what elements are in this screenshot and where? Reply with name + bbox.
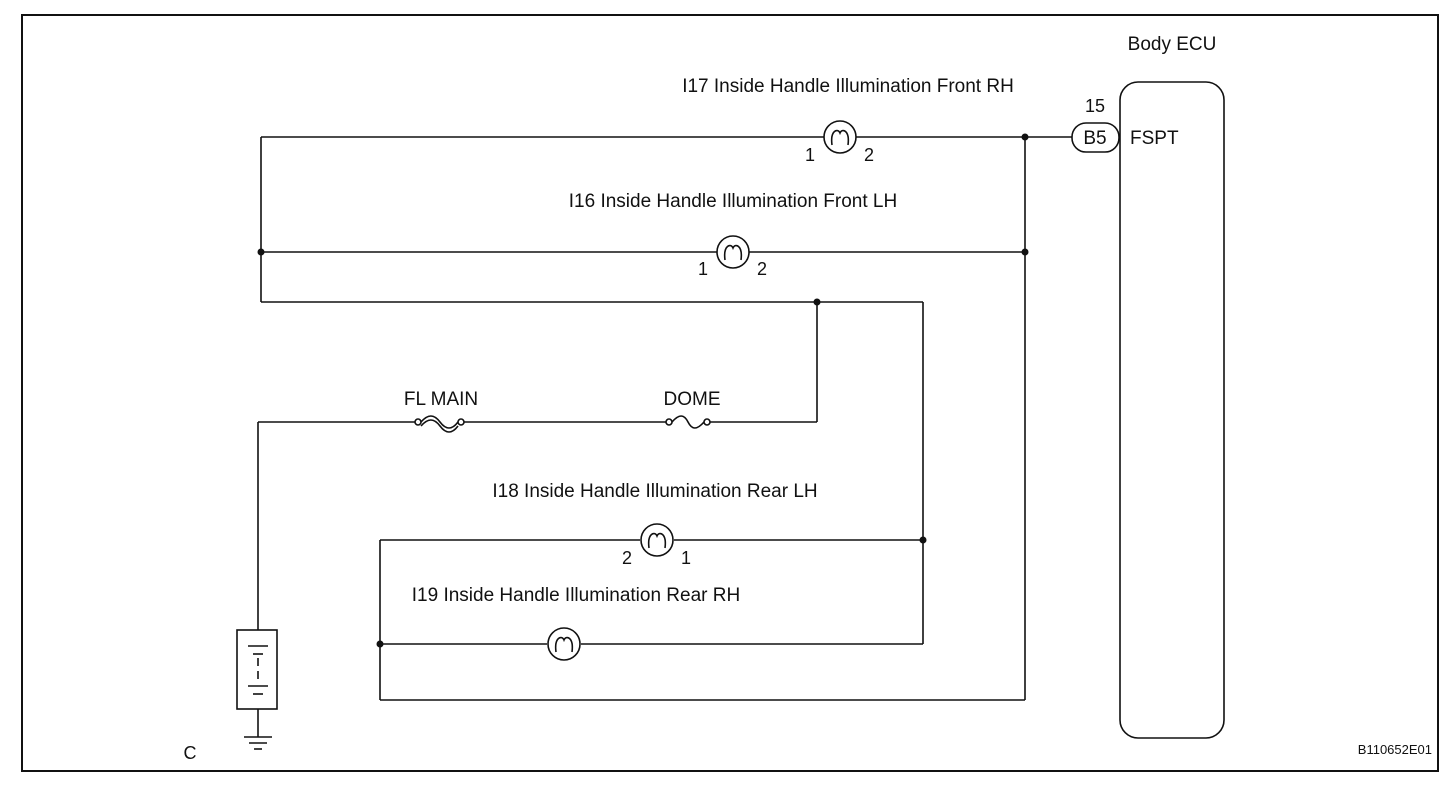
lamp-i16: I16 Inside Handle Illumination Front LH … [569,191,897,279]
corner-label: C [184,743,197,763]
lamp-icon [823,120,857,154]
ground-icon [244,736,272,750]
lamp-icon [547,627,581,661]
lamp-i17-pin-1: 1 [805,145,815,165]
lamp-filament [554,636,574,653]
lamp-i18: I18 Inside Handle Illumination Rear LH 2… [492,481,817,568]
battery-box [236,629,278,710]
body-ecu: Body ECU B5 15 FSPT [1071,34,1225,739]
junction-dot [257,248,265,256]
lamp-filament [723,244,743,261]
figure-id: B110652E01 [1358,742,1432,757]
lamp-i18-pin-1: 1 [681,548,691,568]
fuse-element [671,415,705,429]
fuse-terminal [457,418,465,426]
fuse-fl-main-label: FL MAIN [404,389,478,410]
lamp-icon [716,235,750,269]
junction-dot [919,536,927,544]
lamp-filament [647,532,667,549]
lamp-i16-label: I16 Inside Handle Illumination Front LH [569,191,897,212]
lamp-filament [830,129,850,146]
junctions [257,133,1029,648]
lamp-i19: I19 Inside Handle Illumination Rear RH [412,585,740,661]
connector-pin-number: 15 [1085,96,1105,116]
junction-dot [1021,133,1029,141]
wires [257,136,1072,737]
fuse-dome: DOME [664,389,721,429]
fuse-terminal [665,418,673,426]
fuse-terminal [703,418,711,426]
lamp-i17-label: I17 Inside Handle Illumination Front RH [682,76,1014,97]
fuse-element [420,415,459,429]
fuse-fl-main: FL MAIN [404,389,478,433]
lamp-i16-pin-1: 1 [698,259,708,279]
junction-dot [1021,248,1029,256]
body-ecu-title: Body ECU [1128,34,1217,55]
connector-b5-label: B5 [1083,128,1106,149]
diagram-frame [21,14,1439,772]
fuse-element [420,419,459,433]
lamp-i18-pin-2: 2 [622,548,632,568]
lamp-icon [640,523,674,557]
terminal-fspt-label: FSPT [1130,128,1179,149]
battery [236,629,278,710]
lamp-i17-pin-2: 2 [864,145,874,165]
lamp-i18-label: I18 Inside Handle Illumination Rear LH [492,481,817,502]
lamp-i16-pin-2: 2 [757,259,767,279]
junction-dot [376,640,384,648]
lamp-i19-label: I19 Inside Handle Illumination Rear RH [412,585,740,606]
fuse-terminal [414,418,422,426]
body-ecu-box [1119,81,1225,739]
lamp-i17: I17 Inside Handle Illumination Front RH … [682,76,1014,165]
junction-dot [813,298,821,306]
fuse-dome-label: DOME [664,389,721,410]
